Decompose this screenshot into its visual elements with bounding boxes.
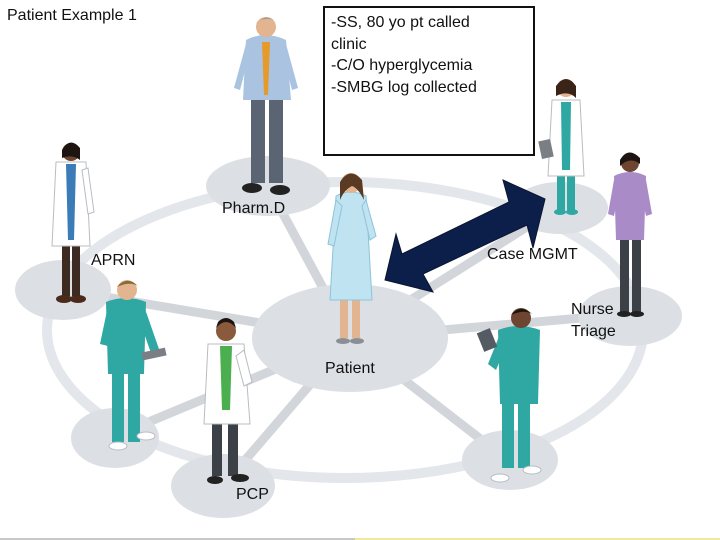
bottom-nurse-figure (476, 308, 542, 483)
note-line: -C/O hyperglycemia (331, 57, 473, 74)
footer-rule-left (0, 538, 355, 540)
aprn-nurse-figure (100, 280, 167, 451)
note-line: -SMBG log collected (331, 78, 477, 96)
double-arrow-icon (384, 179, 546, 293)
patient-figure (327, 173, 377, 344)
aprn-figure (51, 142, 95, 303)
page-title: Patient Example 1 (7, 7, 137, 24)
case-mgmt-figure (538, 79, 585, 215)
pharmd-figure (234, 17, 298, 195)
footer-rule-right (355, 538, 720, 540)
aprn-label: APRN (91, 252, 136, 269)
pcp-label: PCP (236, 486, 269, 503)
note-line: -SS, 80 yo pt called (331, 14, 470, 31)
case-note-box: -SS, 80 yo pt called clinic -C/O hypergl… (323, 6, 535, 156)
pharmd-label: Pharm.D (222, 200, 286, 217)
patient-platform (252, 284, 448, 392)
patient-label: Patient (325, 360, 375, 377)
nurse-triage-label: Nurse Triage (571, 301, 616, 340)
nurse-triage-figure (608, 152, 652, 317)
note-line: clinic (331, 35, 367, 53)
pcp-figure (203, 318, 253, 484)
case-mgmt-label: Case MGMT (487, 246, 578, 263)
